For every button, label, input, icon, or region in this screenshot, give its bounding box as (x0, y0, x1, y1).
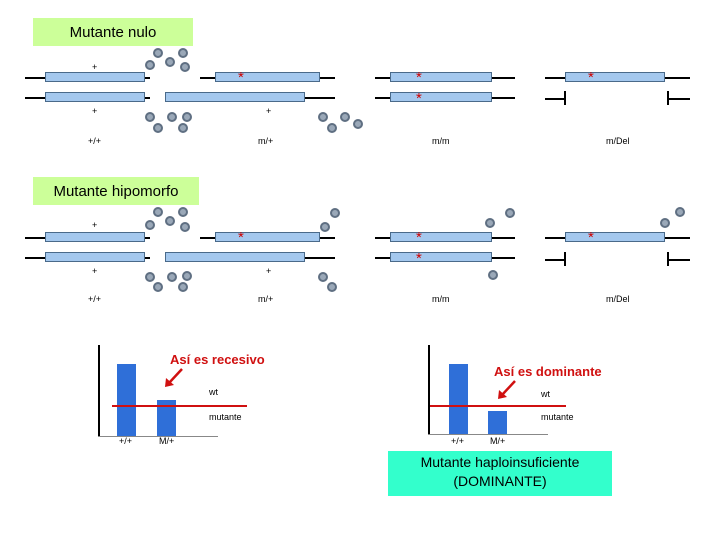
genotype-label: m/+ (258, 136, 274, 146)
gene-box (390, 72, 492, 82)
note-line-1: Mutante haploinsuficiente (420, 454, 580, 470)
threshold-line (430, 405, 566, 407)
gene-box (45, 252, 145, 262)
arrow-icon (498, 380, 516, 399)
gene-box (565, 72, 665, 82)
genotype-label: m/+ (258, 294, 274, 304)
mutation-star: * (416, 69, 422, 86)
gene-box (390, 232, 492, 242)
genotype-label: m/m (432, 136, 450, 146)
bar-mutant (157, 400, 176, 436)
gene-box (215, 72, 320, 82)
mutation-star: * (416, 229, 422, 246)
genotype-label: +/+ (88, 294, 102, 304)
mutation-star: * (416, 90, 422, 107)
allele-plus-label: + (266, 106, 272, 116)
x-label-wt: +/+ (451, 436, 465, 446)
genotype-label: m/Del (606, 294, 630, 304)
bar-wt (449, 364, 468, 434)
gene-box (390, 92, 492, 102)
bar-wt (117, 364, 136, 436)
gene-box (45, 72, 145, 82)
y-axis (428, 345, 430, 435)
mutant-label: mutante (209, 412, 242, 422)
allele-plus-label: + (92, 106, 98, 116)
gene-box (565, 232, 665, 242)
mutation-star: * (238, 229, 244, 246)
wt-label: wt (209, 387, 218, 397)
mutation-star: * (238, 69, 244, 86)
genotype-label: m/m (432, 294, 450, 304)
allele-plus-label: + (266, 266, 272, 276)
gene-box (390, 252, 492, 262)
x-label-wt: +/+ (119, 436, 133, 446)
wt-label: wt (541, 389, 550, 399)
x-label-mutant: M/+ (490, 436, 506, 446)
arrow-icon (165, 368, 183, 387)
null-mutant-title: Mutante nulo (33, 18, 193, 46)
bar-mutant (488, 411, 507, 434)
x-label-mutant: M/+ (159, 436, 175, 446)
gene-box (165, 252, 305, 262)
dominant-title: Así es dominante (494, 364, 602, 379)
haploinsufficient-note: Mutante haploinsuficiente (DOMINANTE) (388, 451, 612, 496)
allele-plus-label: + (92, 266, 98, 276)
mutation-star: * (588, 229, 594, 246)
genotype-label: +/+ (88, 136, 102, 146)
note-line-2: (DOMINANTE) (453, 473, 547, 489)
mutation-star: * (588, 69, 594, 86)
gene-box (165, 92, 305, 102)
hypomorph-mutant-title: Mutante hipomorfo (33, 177, 199, 205)
gene-box (45, 92, 145, 102)
mutant-label: mutante (541, 412, 574, 422)
mutation-star: * (416, 250, 422, 267)
genotype-label: m/Del (606, 136, 630, 146)
gene-box (215, 232, 320, 242)
x-axis (98, 436, 218, 437)
allele-plus-label: + (92, 62, 98, 72)
gene-box (45, 232, 145, 242)
allele-plus-label: + (92, 220, 98, 230)
y-axis (98, 345, 100, 437)
recessive-title: Así es recesivo (170, 352, 265, 367)
threshold-line (112, 405, 247, 407)
x-axis (428, 434, 548, 435)
